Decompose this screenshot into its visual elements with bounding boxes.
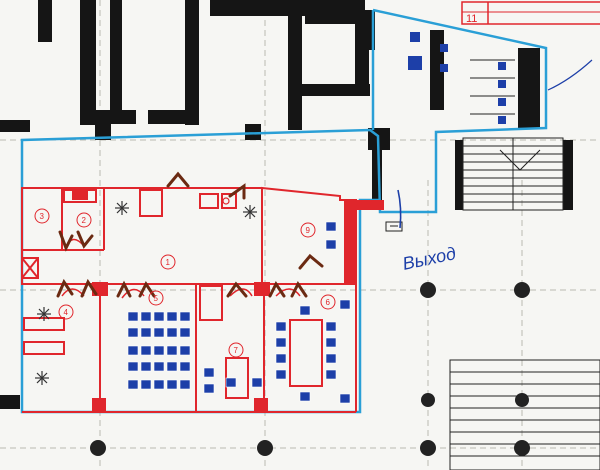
door-leaves: [56, 171, 324, 298]
staircase: [462, 137, 564, 211]
columns: [90, 282, 530, 456]
room-label-5: 5: [148, 290, 164, 306]
room-label-6: 6: [320, 294, 336, 310]
room-number: 4: [64, 308, 69, 317]
structural-walls: [0, 0, 573, 409]
stair-steps: [463, 145, 563, 203]
seat-row: [127, 361, 191, 372]
room-label-2: 2: [76, 212, 92, 228]
red-column-blocks: [72, 188, 384, 412]
misc-seating: [203, 221, 337, 394]
red-room-walls: [21, 186, 357, 413]
room-number: 1: [166, 258, 171, 267]
classroom-seating: [127, 311, 191, 390]
room-labels: 1 2 3 4 5 6 7 8: [34, 208, 336, 358]
room-label-4: 4: [58, 304, 74, 320]
room-number: 2: [82, 216, 87, 225]
evacuation-zone-outline: [20, 8, 548, 414]
meeting-seating: [275, 299, 351, 404]
room-label-7: 7: [228, 342, 244, 358]
room-number: 6: [326, 298, 331, 307]
seat-row: [127, 327, 191, 338]
room-number: 3: [40, 212, 45, 221]
toilet-partitions: [470, 59, 515, 115]
seat-row: [127, 379, 191, 390]
sheet-number: 11: [466, 13, 477, 25]
sanitary-fixtures: [408, 32, 506, 124]
plant-symbols: [35, 197, 257, 385]
seat-row: [127, 345, 191, 356]
room-label-9: 9: [300, 222, 316, 238]
exit-label: Выход: [401, 243, 458, 274]
sheet-number-box: 11: [461, 1, 600, 25]
handwritten-scribble: [547, 59, 593, 91]
room-number: 5: [154, 294, 159, 303]
room-label-3: 3: [34, 208, 50, 224]
room-number: 9: [306, 226, 311, 235]
seat-row: [127, 311, 191, 322]
room-label-1: 1: [160, 254, 176, 270]
exit-marker: [385, 189, 403, 232]
room-number: 7: [234, 346, 239, 355]
